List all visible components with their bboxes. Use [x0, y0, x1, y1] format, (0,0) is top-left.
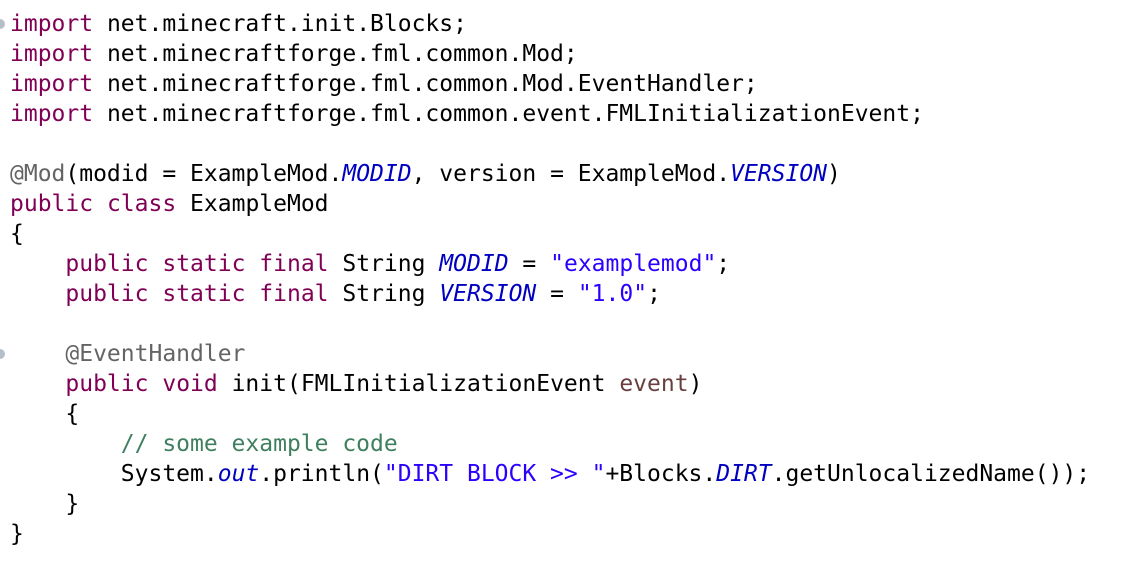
- code-line[interactable]: @EventHandler: [0, 339, 1122, 369]
- code-token-param: event: [619, 371, 689, 397]
- code-token-plain: [245, 281, 259, 307]
- code-token-plain: String: [328, 251, 440, 277]
- code-token-str: "examplemod": [550, 251, 717, 277]
- code-token-plain: [93, 191, 107, 217]
- code-line[interactable]: }: [0, 489, 1122, 519]
- code-token-field: DIRT: [716, 461, 772, 487]
- code-token-plain: net.minecraftforge.fml.common.event.FMLI…: [93, 101, 924, 127]
- code-token-plain: net.minecraftforge.fml.common.Mod.EventH…: [93, 71, 758, 97]
- code-line[interactable]: System.out.println("DIRT BLOCK >> "+Bloc…: [0, 459, 1122, 489]
- code-token-plain: ExampleMod: [176, 191, 329, 217]
- code-line[interactable]: import net.minecraftforge.fml.common.Mod…: [0, 69, 1122, 99]
- code-token-plain: [148, 281, 162, 307]
- code-token-plain: =: [508, 251, 551, 277]
- code-token-plain: {: [10, 221, 24, 247]
- code-token-str: "1.0": [577, 281, 648, 307]
- code-line[interactable]: [0, 309, 1122, 339]
- code-line[interactable]: [0, 129, 1122, 159]
- code-token-kw: void: [162, 371, 218, 397]
- code-token-plain: .println(: [259, 461, 384, 487]
- code-token-plain: }: [10, 521, 24, 547]
- code-token-ann: @EventHandler: [65, 341, 246, 367]
- code-token-plain: =: [536, 281, 578, 307]
- code-token-plain: +Blocks.: [605, 461, 717, 487]
- code-editor[interactable]: import net.minecraft.init.Blocks;import …: [0, 9, 1122, 549]
- code-token-kw: import: [10, 11, 94, 37]
- code-line[interactable]: import net.minecraftforge.fml.common.eve…: [0, 99, 1122, 129]
- code-token-ann: @Mod: [10, 161, 66, 187]
- code-token-plain: (modid = ExampleMod.: [65, 161, 343, 187]
- code-token-plain: net.minecraft.init.Blocks;: [93, 11, 467, 37]
- code-token-field: MODID: [342, 161, 412, 187]
- code-line[interactable]: }: [0, 519, 1122, 549]
- code-token-plain: [10, 371, 65, 397]
- code-token-cmt: // some example code: [120, 431, 398, 457]
- code-token-kw: final: [259, 281, 329, 307]
- code-token-plain: [245, 251, 259, 277]
- code-token-kw: public: [65, 251, 149, 277]
- code-token-field: VERSION: [730, 161, 828, 187]
- code-token-field: out: [217, 461, 260, 487]
- code-token-kw: import: [10, 41, 94, 67]
- code-token-plain: [10, 431, 121, 457]
- code-token-kw: class: [106, 191, 177, 217]
- code-token-plain: [10, 341, 65, 367]
- code-token-plain: {: [10, 401, 80, 427]
- code-token-plain: ;: [647, 281, 661, 307]
- code-token-plain: ): [827, 161, 841, 187]
- code-token-plain: }: [10, 491, 80, 517]
- code-token-kw: static: [162, 251, 246, 277]
- code-token-plain: ): [688, 371, 703, 397]
- code-token-plain: System.: [10, 461, 218, 487]
- code-token-plain: ;: [716, 251, 731, 277]
- code-token-kw: public: [10, 191, 94, 217]
- code-token-kw: public: [65, 371, 149, 397]
- ruler-marker-icon[interactable]: [0, 19, 5, 29]
- code-token-str: "DIRT BLOCK >> ": [383, 461, 606, 487]
- code-token-plain: String: [328, 281, 440, 307]
- code-line[interactable]: public class ExampleMod: [0, 189, 1122, 219]
- code-line[interactable]: // some example code: [0, 429, 1122, 459]
- code-line[interactable]: import net.minecraftforge.fml.common.Mod…: [0, 39, 1122, 69]
- code-token-field: MODID: [439, 251, 509, 277]
- code-token-plain: net.minecraftforge.fml.common.Mod;: [93, 41, 578, 67]
- code-line[interactable]: {: [0, 219, 1122, 249]
- code-token-field: VERSION: [439, 281, 537, 307]
- code-line[interactable]: public static final String MODID = "exam…: [0, 249, 1122, 279]
- code-token-kw: import: [10, 71, 94, 97]
- code-token-plain: init(FMLInitializationEvent: [217, 371, 620, 397]
- code-line[interactable]: @Mod(modid = ExampleMod.MODID, version =…: [0, 159, 1122, 189]
- code-token-plain: [148, 371, 162, 397]
- code-token-plain: [10, 281, 65, 307]
- code-line[interactable]: public void init(FMLInitializationEvent …: [0, 369, 1122, 399]
- code-token-plain: .getUnlocalizedName());: [771, 461, 1091, 487]
- code-token-kw: static: [162, 281, 246, 307]
- code-line[interactable]: import net.minecraft.init.Blocks;: [0, 9, 1122, 39]
- code-line[interactable]: {: [0, 399, 1122, 429]
- ruler-marker-icon[interactable]: [0, 349, 5, 359]
- code-token-plain: [10, 251, 65, 277]
- code-token-kw: final: [259, 251, 329, 277]
- code-line[interactable]: public static final String VERSION = "1.…: [0, 279, 1122, 309]
- code-token-kw: import: [10, 101, 94, 127]
- code-token-kw: public: [65, 281, 149, 307]
- code-token-plain: , version = ExampleMod.: [411, 161, 731, 187]
- code-token-plain: [148, 251, 162, 277]
